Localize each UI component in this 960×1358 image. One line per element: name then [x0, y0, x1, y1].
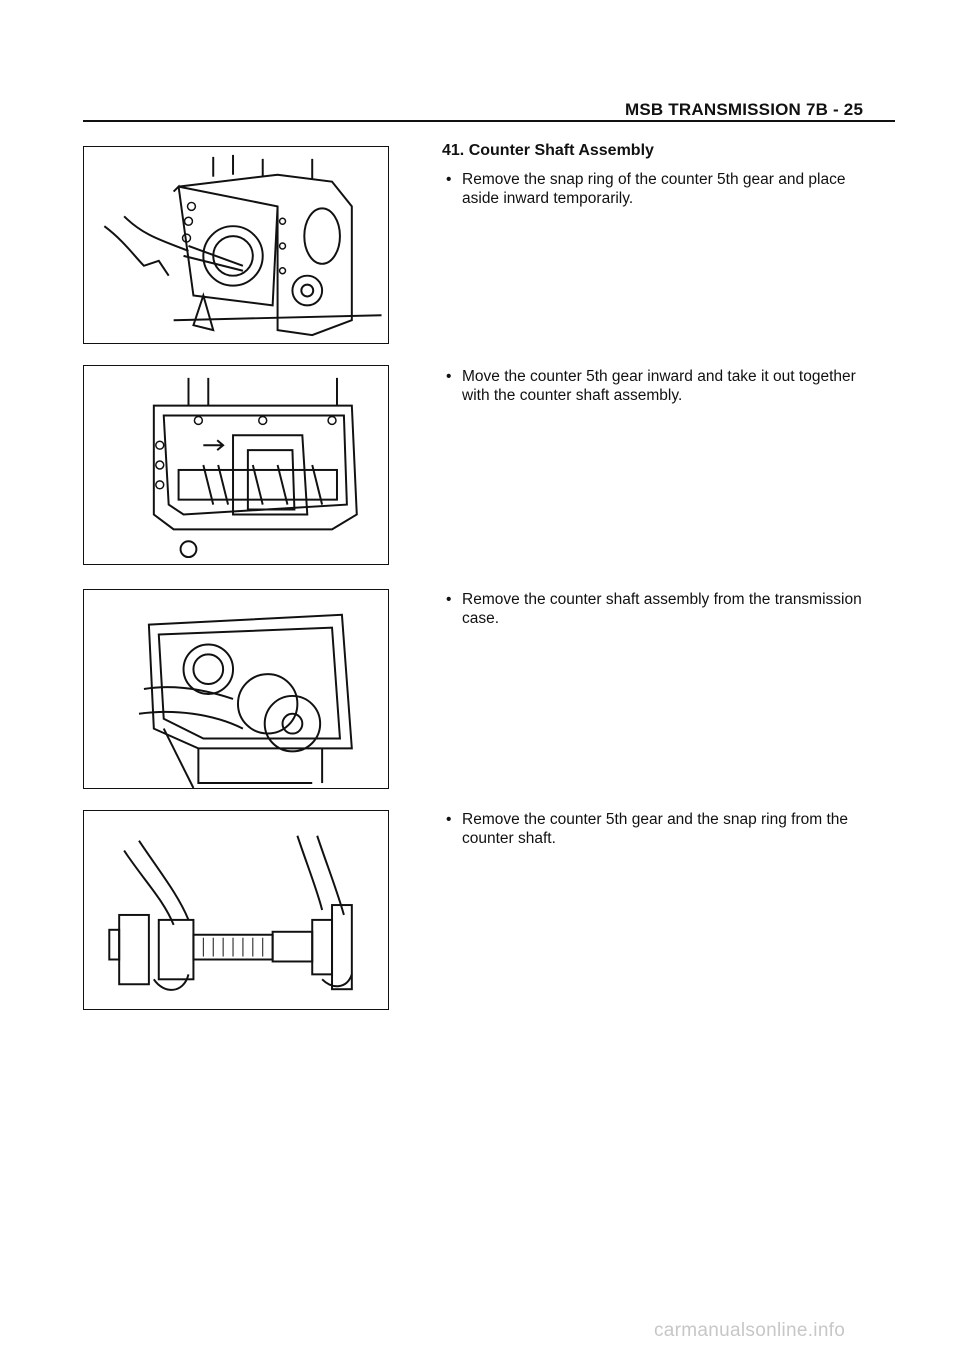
- bullet: •: [446, 591, 452, 608]
- page-header-title: MSB TRANSMISSION 7B - 25: [625, 100, 864, 119]
- bullet: •: [446, 368, 452, 385]
- step-3: • Remove the counter shaft assembly from…: [446, 590, 882, 628]
- watermark-text: carmanualsonline.info: [654, 1320, 846, 1341]
- step-1: • Remove the snap ring of the counter 5t…: [446, 170, 882, 208]
- figure-counter-shaft-removal: [83, 589, 389, 789]
- header-rule: [83, 120, 895, 122]
- step-text: Move the counter 5th gear inward and tak…: [462, 368, 856, 404]
- step-text: Remove the snap ring of the counter 5th …: [462, 171, 846, 207]
- figure-snap-ring-removal: [83, 146, 389, 344]
- illustration-counter-gear-move: [152, 377, 358, 559]
- step-2: • Move the counter 5th gear inward and t…: [446, 367, 882, 405]
- step-text: Remove the counter 5th gear and the snap…: [462, 811, 849, 847]
- figure-counter-gear-move: [83, 365, 389, 565]
- bullet: •: [446, 811, 452, 828]
- section-title: 41. Counter Shaft Assembly: [442, 142, 654, 159]
- step-4: • Remove the counter 5th gear and the sn…: [446, 810, 882, 848]
- illustration-snap-ring-removal: [103, 154, 382, 337]
- bullet: •: [446, 171, 452, 188]
- illustration-counter-shaft-removal: [138, 613, 353, 788]
- illustration-counter-shaft-in-hands: [108, 835, 353, 991]
- step-text: Remove the counter shaft assembly from t…: [462, 591, 862, 627]
- figure-counter-shaft-in-hands: [83, 810, 389, 1010]
